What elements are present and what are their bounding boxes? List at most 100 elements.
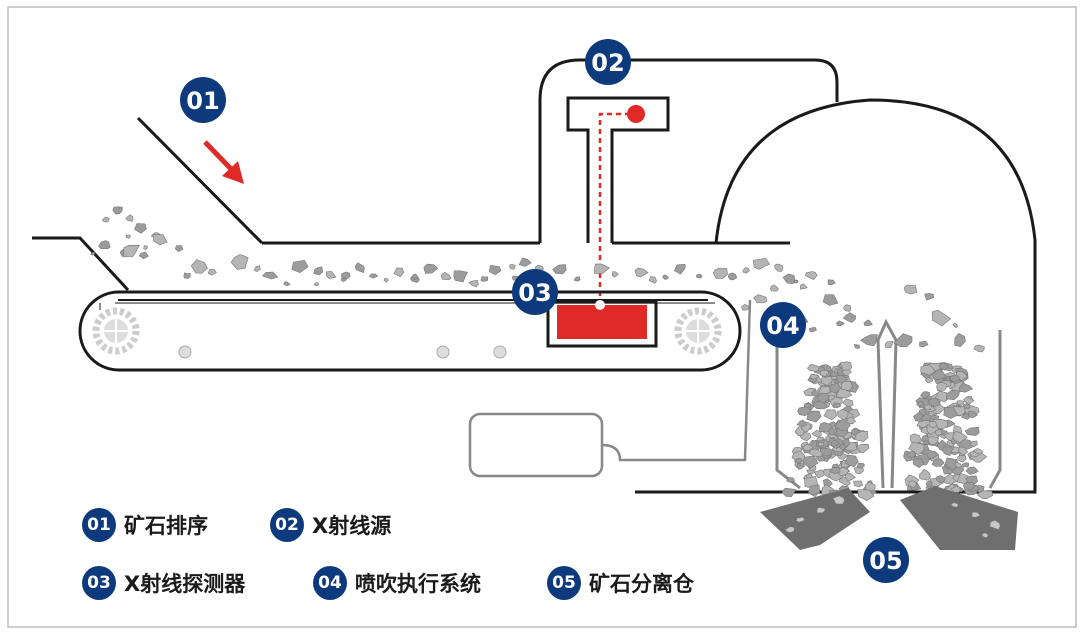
rock xyxy=(797,406,813,417)
xray-beam xyxy=(598,112,630,305)
legend-number: 02 xyxy=(270,508,304,542)
rock xyxy=(909,433,922,444)
rock xyxy=(552,264,567,275)
rock xyxy=(931,309,952,327)
rock xyxy=(90,251,95,256)
rock xyxy=(952,430,968,443)
rock xyxy=(230,254,249,270)
rock xyxy=(468,280,479,288)
callout-02: 02 xyxy=(585,39,631,85)
rock xyxy=(253,265,261,273)
rock xyxy=(927,397,941,408)
rock xyxy=(728,272,738,281)
rock xyxy=(843,304,852,312)
rock xyxy=(101,216,110,223)
rock xyxy=(313,266,324,276)
rock xyxy=(802,443,814,451)
rock xyxy=(921,440,931,445)
rock xyxy=(383,278,389,283)
legend-item-03: 03 X射线探测器 xyxy=(82,566,245,600)
rock xyxy=(950,502,959,508)
rock xyxy=(820,447,833,457)
rock xyxy=(769,284,779,292)
rock xyxy=(977,490,993,500)
rock xyxy=(816,392,830,403)
callout-03-label: 03 xyxy=(518,279,551,307)
callout-05: 05 xyxy=(863,537,909,583)
rock xyxy=(916,401,925,408)
rock xyxy=(842,312,857,323)
control-cable xyxy=(601,299,752,462)
rock xyxy=(863,319,873,327)
rock xyxy=(956,400,965,406)
rock xyxy=(123,244,140,258)
rock xyxy=(740,303,750,311)
legend-label: 矿石排序 xyxy=(124,514,208,538)
rock xyxy=(611,271,619,278)
rock xyxy=(190,259,208,274)
rock xyxy=(836,408,849,421)
rock xyxy=(774,263,784,272)
rock xyxy=(844,472,856,482)
rock xyxy=(800,283,808,290)
callout-01: 01 xyxy=(180,77,226,123)
rock xyxy=(952,322,959,328)
rock xyxy=(927,436,939,445)
rock xyxy=(313,282,320,287)
rock xyxy=(143,245,148,250)
rock xyxy=(573,276,581,282)
callout-02-label: 02 xyxy=(591,49,624,77)
rock xyxy=(784,526,795,533)
rock xyxy=(796,462,806,470)
rock xyxy=(802,455,819,469)
rock xyxy=(261,271,279,280)
rock xyxy=(925,480,933,488)
rock xyxy=(903,284,918,295)
rock xyxy=(752,258,771,270)
rock xyxy=(480,276,489,282)
legend-item-04: 04 喷吹执行系统 xyxy=(313,566,481,600)
rock xyxy=(662,274,670,280)
rock xyxy=(518,257,532,267)
rock xyxy=(793,458,803,464)
rock xyxy=(807,363,820,372)
beam-end-dot xyxy=(595,300,605,310)
rock xyxy=(820,375,833,387)
rock xyxy=(816,507,826,514)
legend-number: 04 xyxy=(313,566,347,600)
rock xyxy=(958,446,968,457)
rock xyxy=(808,484,821,496)
rock xyxy=(818,421,832,433)
rock xyxy=(134,223,147,234)
rock xyxy=(786,477,795,483)
rock xyxy=(919,340,929,348)
rock xyxy=(712,267,728,279)
rock xyxy=(935,475,946,483)
rock xyxy=(967,410,979,419)
rock xyxy=(325,271,337,279)
rock xyxy=(938,362,949,371)
gear-icon xyxy=(674,307,722,355)
rock xyxy=(839,443,846,451)
rock xyxy=(594,263,610,274)
rock xyxy=(829,382,842,394)
rock-piles xyxy=(781,361,993,502)
rock xyxy=(125,234,131,239)
rock xyxy=(125,214,134,222)
rock xyxy=(823,409,838,421)
rock xyxy=(945,389,961,401)
callout-03: 03 xyxy=(512,269,558,315)
rock xyxy=(962,403,971,410)
callout-04: 04 xyxy=(760,302,806,348)
rock xyxy=(827,279,836,286)
rock xyxy=(283,281,291,287)
rock xyxy=(440,272,452,281)
feed-arrow-icon xyxy=(203,140,244,184)
rock xyxy=(509,264,516,270)
rock xyxy=(393,267,405,278)
rock xyxy=(962,482,975,491)
rock xyxy=(893,333,913,348)
legend-label: X射线源 xyxy=(312,514,392,538)
rock xyxy=(918,468,931,481)
